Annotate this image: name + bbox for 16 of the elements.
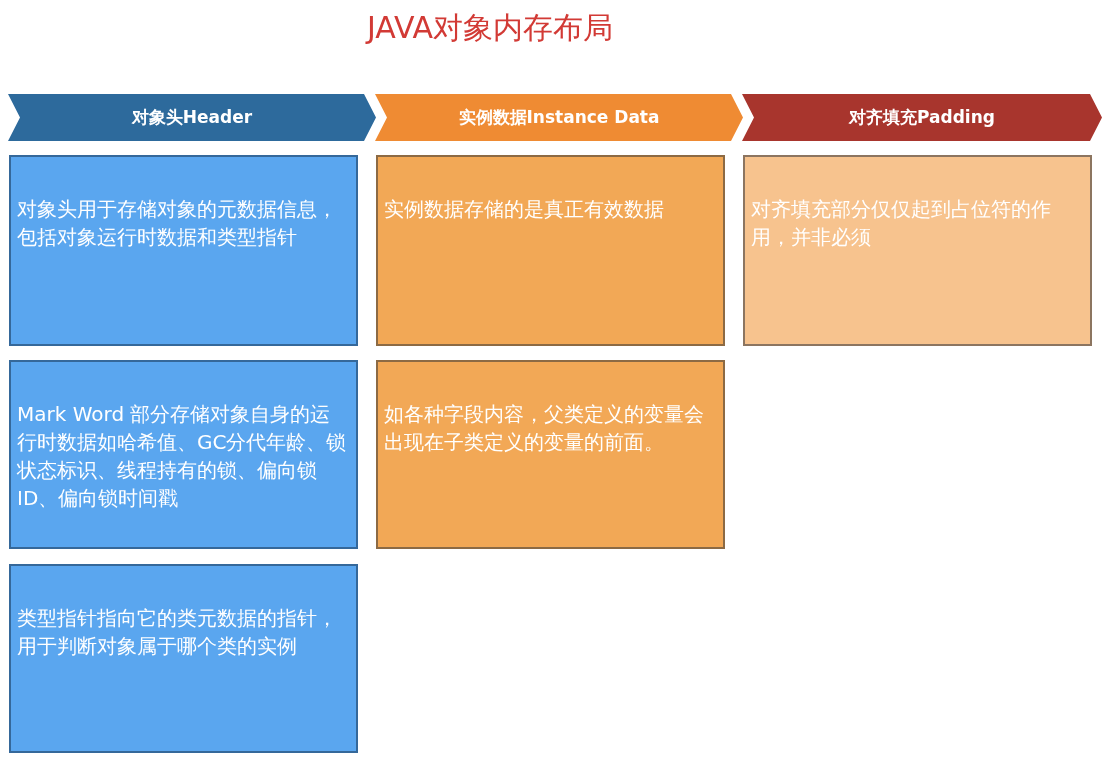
- banner-heading: 对齐填充Padding: [849, 106, 995, 129]
- description-text: 实例数据存储的是真正有效数据: [384, 196, 665, 223]
- description-text: 对齐填充部分仅仅起到占位符的作用，并非必须: [751, 196, 1052, 251]
- text-card: [376, 155, 725, 346]
- banner-heading: 对象头Header: [131, 106, 253, 129]
- description-text: 类型指针指向它的类元数据的指针，用于判断对象属于哪个类的实例: [17, 605, 338, 660]
- diagram-title: JAVA对象内存布局: [364, 9, 615, 47]
- description-text: 如各种字段内容，父类定义的变量会出现在子类定义的变量的前面。: [384, 401, 705, 456]
- text-card: [9, 564, 358, 753]
- text-card: [9, 360, 358, 549]
- description-text: 对象头用于存储对象的元数据信息，包括对象运行时数据和类型指针: [17, 196, 338, 251]
- banner-heading: 实例数据Instance Data: [458, 106, 660, 129]
- description-text: Mark Word 部分存储对象自身的运行时数据如哈希值、GC分代年龄、锁状态标识、线程持有的锁、偏向锁ID、偏向锁时间戳: [17, 401, 348, 512]
- text-card: [376, 360, 725, 549]
- text-card: [743, 155, 1092, 346]
- text-card: [9, 155, 358, 346]
